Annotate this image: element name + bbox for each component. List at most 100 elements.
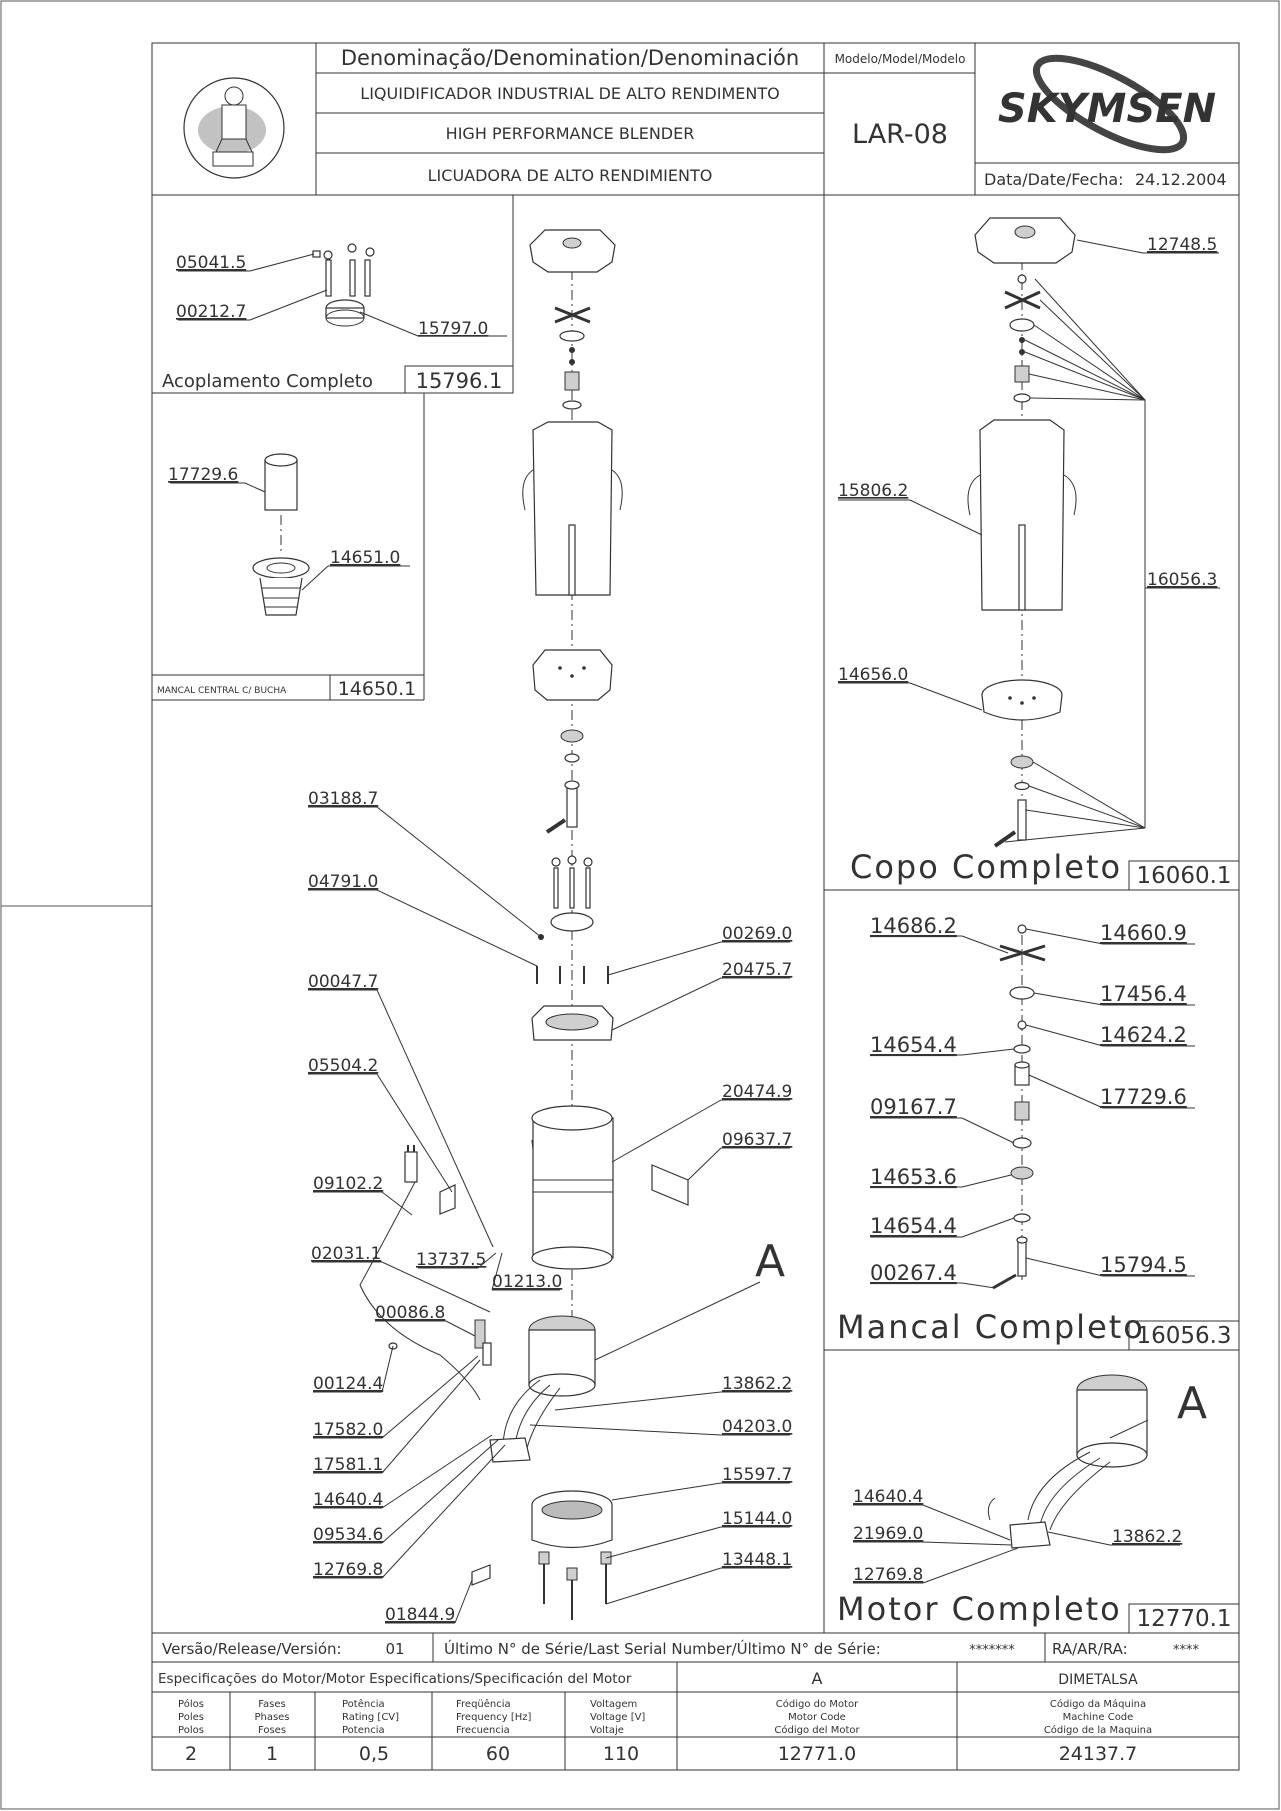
coupling-assembly: 05041.5 00212.7 15797.0 Acoplamento Comp… <box>162 243 507 393</box>
product-name-es: LICUADORA DE ALTO RENDIMIENTO <box>428 166 713 185</box>
header-voltage-en: Voltage [V] <box>590 1712 645 1723</box>
header-motor-code-en: Motor Code <box>788 1712 846 1723</box>
date-value: 24.12.2004 <box>1135 170 1227 189</box>
bearing-center-code: 14650.1 <box>338 678 417 700</box>
part-label-15806-2: 15806.2 <box>838 481 908 501</box>
ra-label: RA/AR/RA: <box>1052 1640 1128 1658</box>
header-poles-es: Polos <box>178 1725 204 1736</box>
date-label: Data/Date/Fecha: <box>984 170 1124 189</box>
part-label-14660-9: 14660.9 <box>1100 921 1187 945</box>
header-poles-en: Poles <box>178 1712 204 1723</box>
part-label-01844-9: 01844.9 <box>385 1605 455 1625</box>
part-label-14651-0: 14651.0 <box>330 548 400 568</box>
part-label-13737-5: 13737.5 <box>416 1250 486 1270</box>
part-label-17582-0: 17582.0 <box>313 1420 383 1440</box>
main-exploded-view <box>359 229 689 1620</box>
header-frequency-pt: Freqüência <box>456 1698 511 1710</box>
part-label-09534-6: 09534.6 <box>313 1525 383 1545</box>
ra-value: **** <box>1173 1643 1200 1658</box>
value-poles: 2 <box>185 1743 197 1765</box>
model-number: LAR-08 <box>852 119 948 150</box>
detail-letter-a: A <box>755 1236 785 1287</box>
brand-name: SKYMSEN <box>998 86 1216 132</box>
part-label-13448-1: 13448.1 <box>722 1550 792 1570</box>
part-label-20474-9: 20474.9 <box>722 1082 792 1102</box>
product-name-en: HIGH PERFORMANCE BLENDER <box>446 124 695 143</box>
part-label-12748-5: 12748.5 <box>1147 235 1217 255</box>
value-voltage: 110 <box>603 1743 639 1765</box>
part-label-14686-2: 14686.2 <box>870 914 957 938</box>
cup-code: 16060.1 <box>1136 863 1231 889</box>
part-label-15794-5: 15794.5 <box>1100 1253 1187 1277</box>
part-label-00047-7: 00047.7 <box>308 972 378 992</box>
header-poles-pt: Pólos <box>178 1698 204 1710</box>
main-leader-lines <box>308 806 790 1624</box>
header-machine-code-pt: Código da Máquina <box>1050 1698 1146 1710</box>
brand-logo: SKYMSEN <box>998 54 1216 154</box>
title-block: Denominação/Denomination/Denominación LI… <box>152 43 1239 196</box>
part-label-20475-7: 20475.7 <box>722 960 792 980</box>
panel-frames <box>152 195 1240 1634</box>
bearing-title: Mancal Completo <box>837 1308 1145 1346</box>
cup-title: Copo Completo <box>850 848 1122 886</box>
coupling-code: 15796.1 <box>416 369 503 393</box>
coupling-drawing <box>312 243 375 327</box>
header-motor-code-pt: Código do Motor <box>776 1698 859 1710</box>
part-label-00267-4: 00267.4 <box>870 1261 957 1285</box>
header-phases-en: Phases <box>254 1712 289 1723</box>
bearing-center-assembly: 17729.6 14651.0 MANCAL CENTRAL C/ BUCHA … <box>157 453 417 700</box>
part-label-12769-8: 12769.8 <box>313 1560 383 1580</box>
header-voltage-es: Voltaje <box>590 1725 624 1736</box>
part-label-17456-4: 17456.4 <box>1100 982 1187 1006</box>
motor-spec-letter: A <box>812 1669 823 1688</box>
part-label-14640-4: 14640.4 <box>313 1490 383 1510</box>
motor-spec-title: Especificações do Motor/Motor Especifica… <box>158 1671 632 1687</box>
header-voltage-pt: Voltagem <box>590 1699 637 1710</box>
header-rating-en: Rating [CV] <box>342 1712 399 1723</box>
version-label: Versão/Release/Versión: <box>162 1640 342 1658</box>
part-label-14654-4-b: 14654.4 <box>870 1214 957 1238</box>
part-label-14656-0: 14656.0 <box>838 665 908 685</box>
bearing-center-drawing <box>252 453 310 616</box>
header-phases-es: Foses <box>258 1725 286 1736</box>
header-frequency-es: Frecuencia <box>456 1725 510 1736</box>
value-frequency: 60 <box>486 1743 510 1765</box>
part-label-14624-2: 14624.2 <box>1100 1023 1187 1047</box>
part-label-00086-8: 00086.8 <box>375 1303 445 1323</box>
header-rating-es: Potencia <box>342 1725 385 1736</box>
part-label-15144-0: 15144.0 <box>722 1509 792 1529</box>
part-label-05504-2: 05504.2 <box>308 1056 378 1076</box>
version-value: 01 <box>385 1640 404 1658</box>
part-label-13862-2: 13862.2 <box>722 1374 792 1394</box>
motor-detail-letter-a: A <box>1177 1378 1207 1429</box>
header-machine-code-en: Machine Code <box>1063 1712 1134 1723</box>
value-motor-code: 12771.0 <box>778 1743 857 1765</box>
bearing-code: 16056.3 <box>1136 1323 1231 1349</box>
part-label-13862-2-b: 13862.2 <box>1112 1527 1182 1547</box>
serial-value: ******* <box>969 1643 1015 1658</box>
motor-assembly: 14640.4 21969.0 12769.8 13862.2 A Motor … <box>837 1374 1232 1632</box>
part-label-00269-0: 00269.0 <box>722 924 792 944</box>
part-label-02031-1: 02031.1 <box>311 1244 381 1264</box>
part-label-09102-2: 09102.2 <box>313 1174 383 1194</box>
value-machine-code: 24137.7 <box>1059 1743 1138 1765</box>
motor-spec-maker: DIMETALSA <box>1058 1672 1138 1688</box>
main-labels-left: 03188.7 04791.0 00047.7 05504.2 09102.2 … <box>308 789 562 1625</box>
part-label-04791-0: 04791.0 <box>308 872 378 892</box>
header-motor-code-es: Código del Motor <box>774 1724 860 1736</box>
header-machine-code-es: Código de la Maquina <box>1044 1724 1152 1736</box>
serial-label: Último N° de Série/Last Serial Number/Úl… <box>444 1639 881 1658</box>
value-phases: 1 <box>266 1743 278 1765</box>
part-label-14654-4-a: 14654.4 <box>870 1033 957 1057</box>
part-label-21969-0: 21969.0 <box>853 1524 923 1544</box>
header-frequency-en: Frequency [Hz] <box>456 1712 532 1723</box>
footer-block: Versão/Release/Versión: 01 Último N° de … <box>152 1633 1239 1770</box>
part-label-14640-4-b: 14640.4 <box>853 1487 923 1507</box>
part-label-09167-7: 09167.7 <box>870 1095 957 1119</box>
coupling-title: Acoplamento Completo <box>162 371 373 392</box>
part-label-17581-1: 17581.1 <box>313 1455 383 1475</box>
value-rating: 0,5 <box>359 1743 389 1765</box>
part-label-00124-4: 00124.4 <box>313 1374 383 1394</box>
model-label: Modelo/Model/Modelo <box>835 52 966 66</box>
